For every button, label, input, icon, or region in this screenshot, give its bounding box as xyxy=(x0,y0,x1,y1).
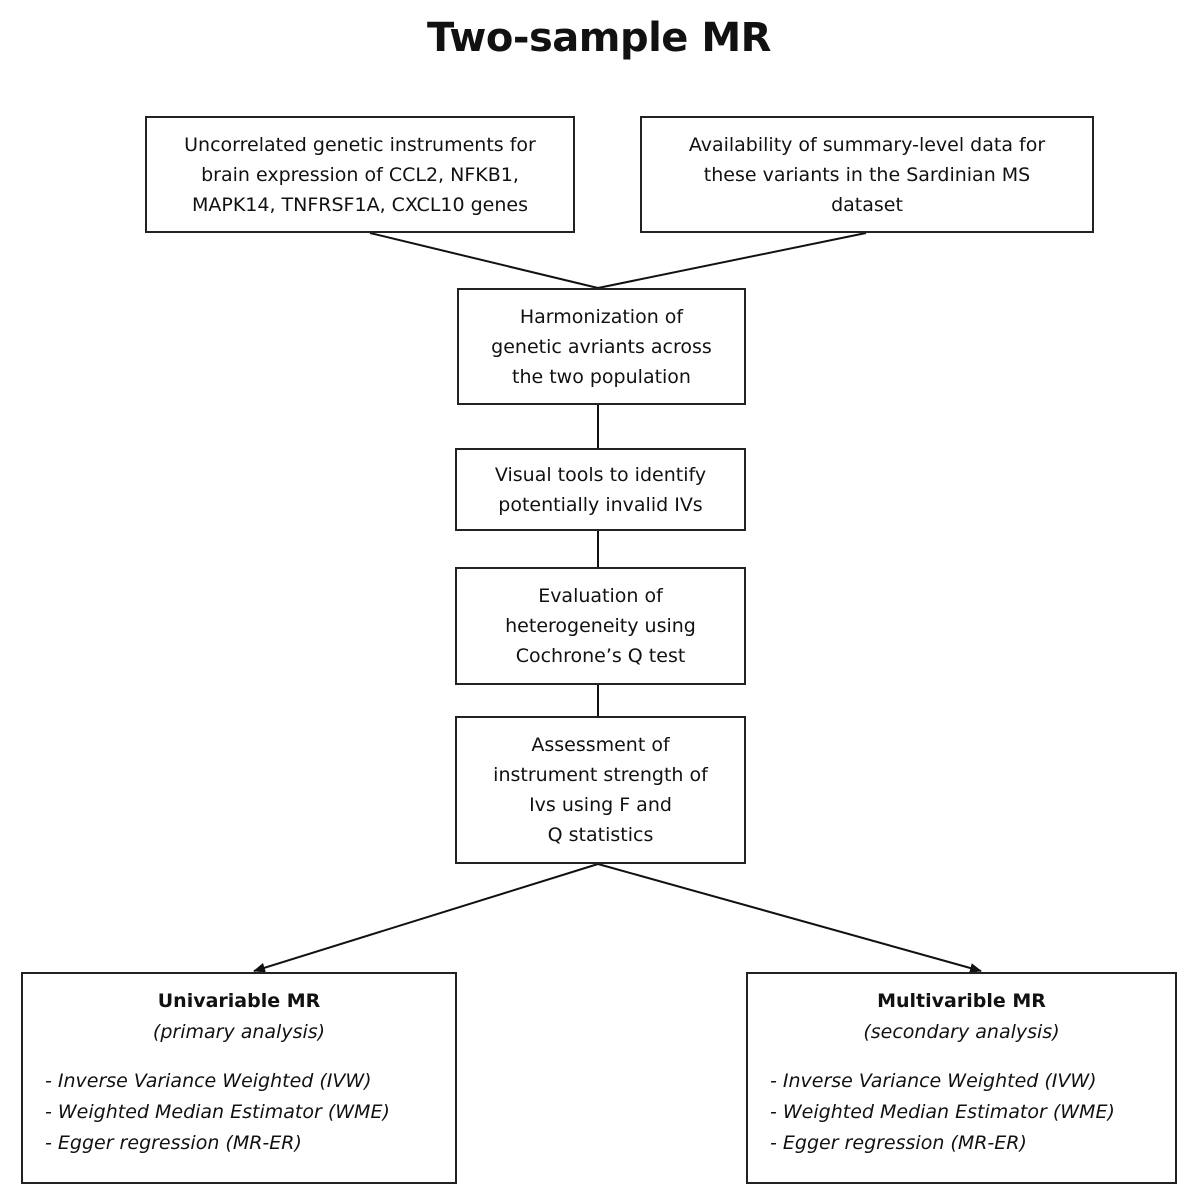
connector-availability-to-harmonization xyxy=(597,232,867,289)
multivariable-heading: Multivarible MR xyxy=(877,990,1046,1012)
harmonization-box: Harmonization of genetic avriants across… xyxy=(457,288,746,405)
univariable-box: Univariable MR (primary analysis) - Inve… xyxy=(21,972,457,1184)
univariable-heading: Univariable MR xyxy=(157,990,321,1012)
harmonization-line-1: Harmonization of xyxy=(519,305,684,328)
heterogeneity-box: Evaluation of heterogeneity using Cochro… xyxy=(455,567,746,685)
heterogeneity-line-3: Cochrone’s Q test xyxy=(515,645,686,667)
univariable-subheading: (primary analysis) xyxy=(152,1021,326,1043)
multivariable-method-egger: - Egger regression (MR-ER) xyxy=(770,1132,1027,1154)
multivariable-box: Multivarible MR (secondary analysis) - I… xyxy=(746,972,1177,1184)
strength-line-1: Assessment of xyxy=(531,734,670,756)
arrow-to-multivariable xyxy=(597,863,982,973)
instruments-line-2: brain expression of CCL2, NFKB1, xyxy=(201,163,519,186)
univariable-method-ivw: - Inverse Variance Weighted (IVW) xyxy=(45,1070,372,1092)
multivariable-method-wme: - Weighted Median Estimator (WME) xyxy=(770,1101,1115,1123)
availability-line-2: these variants in the Sardinian MS xyxy=(703,163,1031,186)
univariable-method-list: - Inverse Variance Weighted (IVW) - Weig… xyxy=(23,1066,455,1159)
heterogeneity-line-2: heterogeneity using xyxy=(505,615,696,637)
connector-instruments-to-harmonization xyxy=(369,232,599,289)
strength-box: Assessment of instrument strength of Ivs… xyxy=(455,716,746,864)
univariable-method-egger: - Egger regression (MR-ER) xyxy=(45,1132,302,1154)
harmonization-line-3: the two population xyxy=(512,365,691,388)
diagram-title: Two-sample MR xyxy=(427,15,771,61)
arrow-to-univariable xyxy=(253,863,599,973)
availability-box: Availability of summary-level data for t… xyxy=(640,116,1094,233)
visual-tools-box: Visual tools to identify potentially inv… xyxy=(455,448,746,531)
multivariable-subheading: (secondary analysis) xyxy=(863,1021,1060,1043)
visual-tools-line-1: Visual tools to identify xyxy=(494,463,707,486)
instruments-line-1: Uncorrelated genetic instruments for xyxy=(184,133,536,156)
instruments-box: Uncorrelated genetic instruments for bra… xyxy=(145,116,575,233)
strength-line-2: instrument strength of xyxy=(493,764,708,786)
multivariable-method-ivw: - Inverse Variance Weighted (IVW) xyxy=(770,1070,1097,1092)
harmonization-line-2: genetic avriants across xyxy=(491,335,712,358)
heterogeneity-line-1: Evaluation of xyxy=(538,585,663,607)
strength-line-3: Ivs using F and xyxy=(529,794,672,816)
multivariable-method-list: - Inverse Variance Weighted (IVW) - Weig… xyxy=(748,1066,1175,1159)
univariable-method-wme: - Weighted Median Estimator (WME) xyxy=(45,1101,390,1123)
visual-tools-line-2: potentially invalid IVs xyxy=(498,493,703,516)
instruments-line-3: MAPK14, TNFRSF1A, CXCL10 genes xyxy=(191,193,529,216)
strength-line-4: Q statistics xyxy=(547,824,654,846)
availability-line-1: Availability of summary-level data for xyxy=(688,133,1046,156)
availability-line-3: dataset xyxy=(831,193,903,216)
